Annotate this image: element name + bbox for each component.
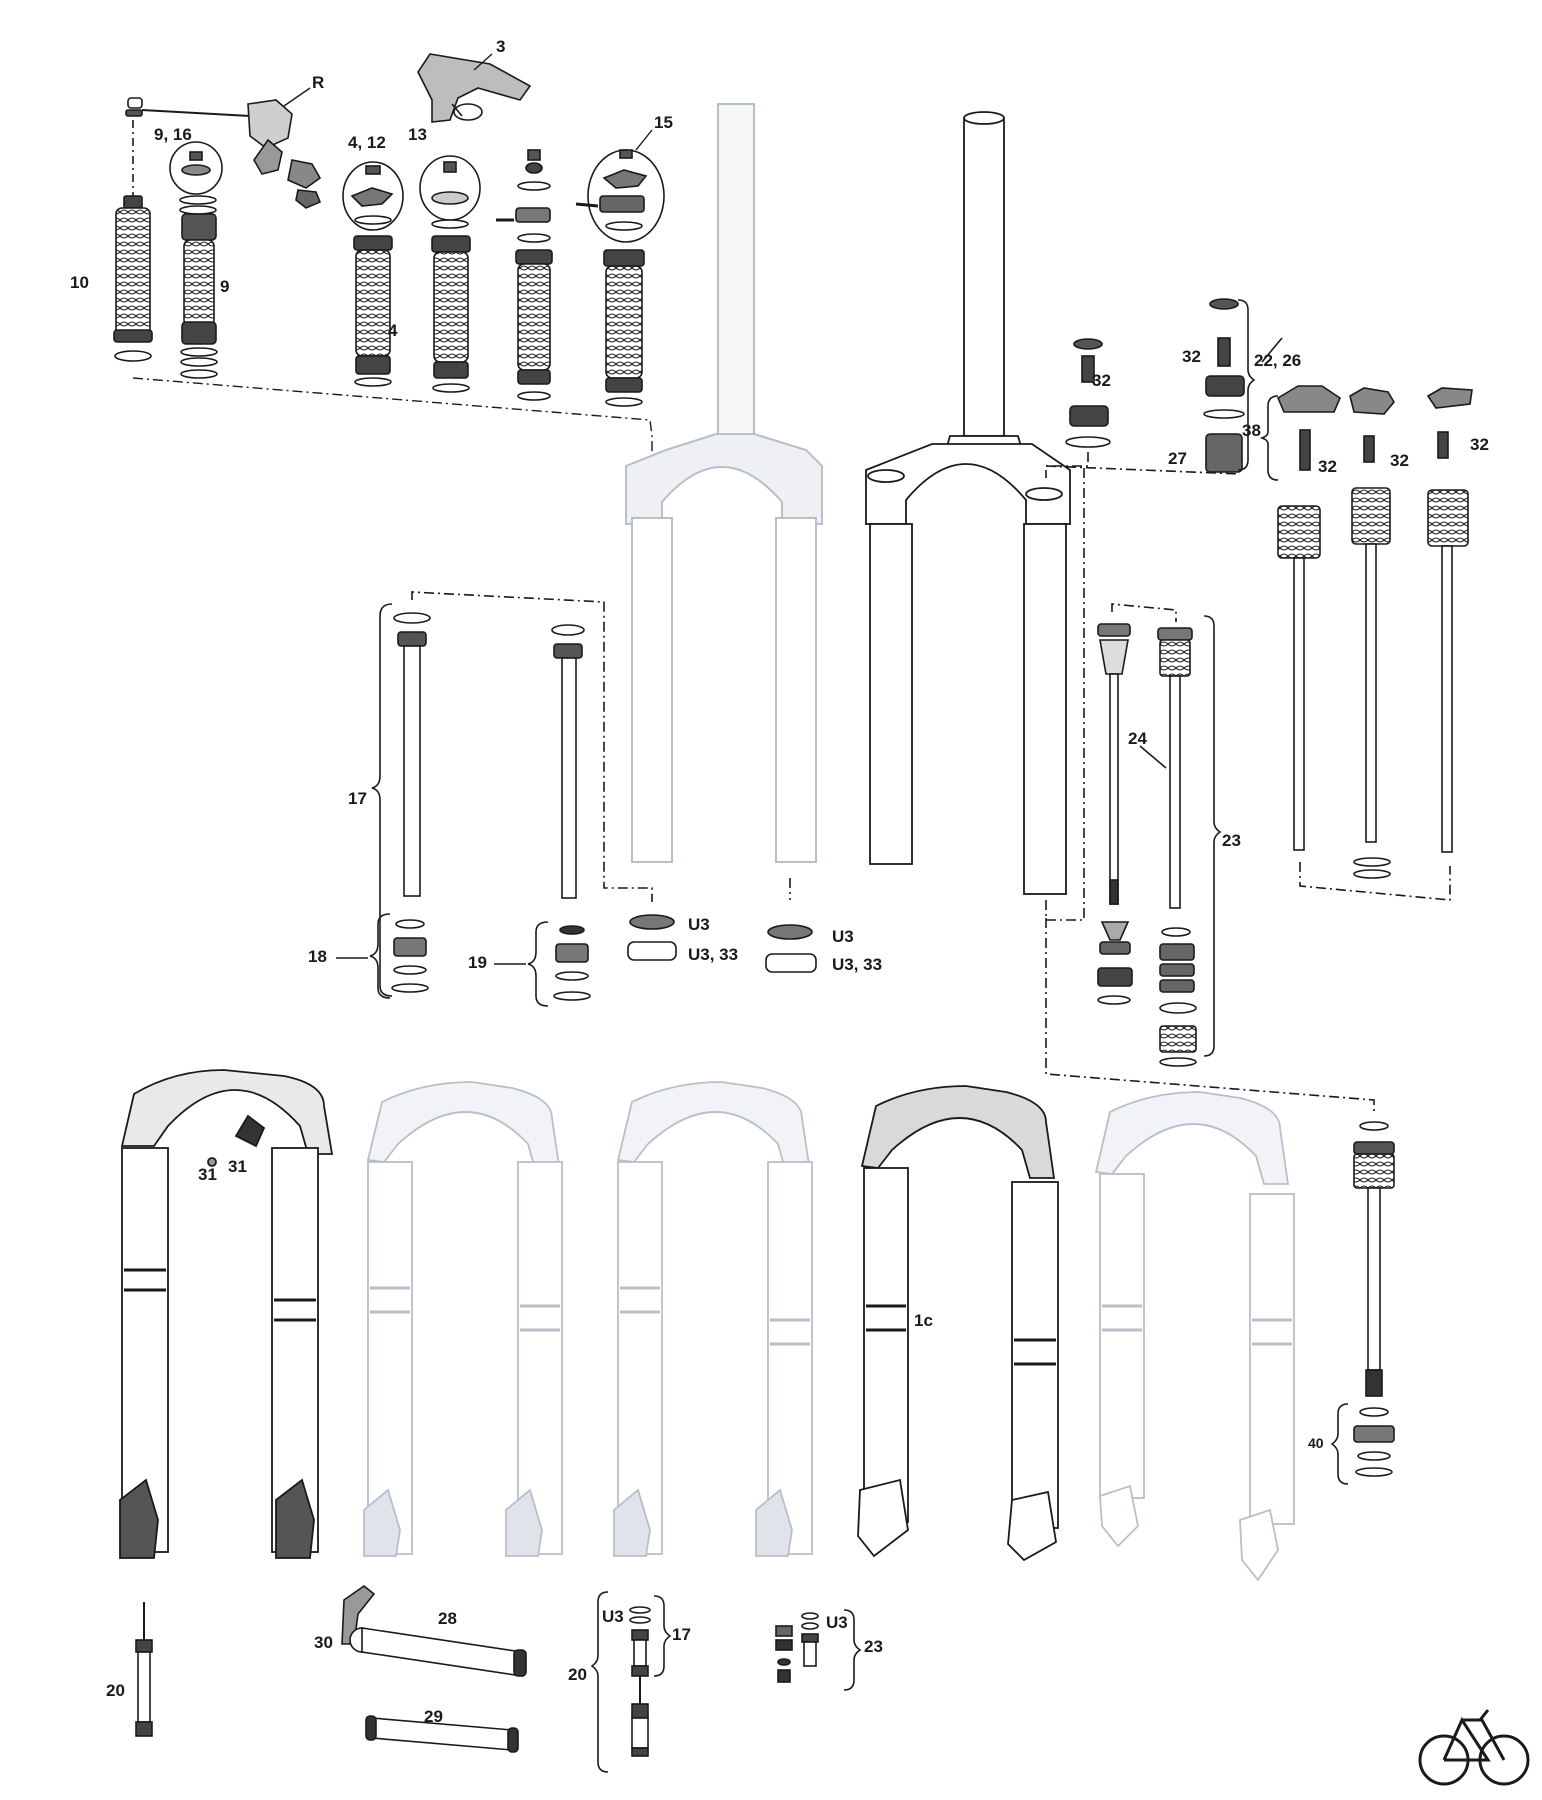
callout-24: 24 bbox=[1128, 729, 1147, 748]
bottom-small-parts bbox=[135, 1585, 862, 1773]
callout-19: 19 bbox=[468, 953, 487, 972]
crown-steerer-outline bbox=[865, 111, 1071, 895]
cartridge-13 bbox=[419, 155, 481, 393]
callout-U3-a: U3 bbox=[688, 915, 710, 934]
callout-28: 28 bbox=[438, 1609, 457, 1628]
callout-31-a: 31 bbox=[198, 1165, 217, 1184]
assembly-23-24 bbox=[1045, 466, 1375, 1112]
cartridge-group-top-left bbox=[113, 53, 665, 470]
cartridge-10 bbox=[113, 120, 153, 362]
callout-32a: 32 bbox=[1092, 371, 1111, 390]
callout-17: 17 bbox=[348, 789, 367, 808]
callout-38: 38 bbox=[1242, 421, 1261, 440]
callout-U3-33-a: U3, 33 bbox=[688, 945, 738, 964]
callout-23: 23 bbox=[1222, 831, 1241, 850]
callout-4: 4 bbox=[388, 321, 398, 340]
top-caps-right bbox=[1045, 298, 1473, 901]
callout-1c: 1c bbox=[914, 1311, 933, 1330]
callout-20-b: 20 bbox=[568, 1665, 587, 1684]
cartridge-15 bbox=[575, 149, 665, 407]
callout-17-b: 17 bbox=[672, 1625, 691, 1644]
lower-leg-1c bbox=[857, 1085, 1059, 1562]
callout-13: 13 bbox=[408, 125, 427, 144]
callout-27: 27 bbox=[1168, 449, 1187, 468]
callout-18: 18 bbox=[308, 947, 327, 966]
callout-32e: 32 bbox=[1470, 435, 1489, 454]
callout-R: R bbox=[312, 73, 324, 92]
lower-leg-3 bbox=[613, 1081, 813, 1557]
callout-32b: 32 bbox=[1182, 347, 1201, 366]
callout-9-16: 9, 16 bbox=[154, 125, 192, 144]
callout-29: 29 bbox=[424, 1707, 443, 1726]
callout-9: 9 bbox=[220, 277, 229, 296]
callout-32c: 32 bbox=[1318, 457, 1337, 476]
callout-30: 30 bbox=[314, 1633, 333, 1652]
remote-lockout-lever bbox=[125, 97, 322, 209]
callout-labels: 3 R 9, 16 4, 12 13 15 10 9 4 32 32 22, 2… bbox=[70, 37, 1489, 1726]
cartridge-middle bbox=[496, 149, 553, 401]
callout-U3-c: U3 bbox=[602, 1607, 624, 1626]
lower-leg-5 bbox=[1094, 1091, 1295, 1582]
callout-23-b: 23 bbox=[864, 1637, 883, 1656]
callout-3: 3 bbox=[496, 37, 505, 56]
callout-31-b: 31 bbox=[228, 1157, 247, 1176]
remote-lever-part-3 bbox=[417, 53, 532, 123]
callout-U3-33-b: U3, 33 bbox=[832, 955, 882, 974]
callout-22-26: 22, 26 bbox=[1254, 351, 1301, 370]
callout-4-12: 4, 12 bbox=[348, 133, 386, 152]
callout-15: 15 bbox=[654, 113, 673, 132]
callout-10: 10 bbox=[70, 273, 89, 292]
callout-40: 40 bbox=[1308, 1435, 1324, 1451]
cartridge-4 bbox=[342, 161, 404, 387]
callout-32d: 32 bbox=[1390, 451, 1409, 470]
callout-U3-b: U3 bbox=[832, 927, 854, 946]
bicycle-logo-icon bbox=[1418, 1709, 1530, 1786]
callout-20-a: 20 bbox=[106, 1681, 125, 1700]
callout-U3-d: U3 bbox=[826, 1613, 848, 1632]
lower-leg-1 bbox=[119, 1069, 334, 1559]
lower-leg-2 bbox=[363, 1081, 563, 1557]
crown-steerer-faded bbox=[625, 103, 823, 863]
shaft-assemblies-17-19 bbox=[336, 591, 817, 1007]
rebound-damper-40 bbox=[1330, 1121, 1395, 1485]
cartridge-9 bbox=[169, 141, 223, 379]
